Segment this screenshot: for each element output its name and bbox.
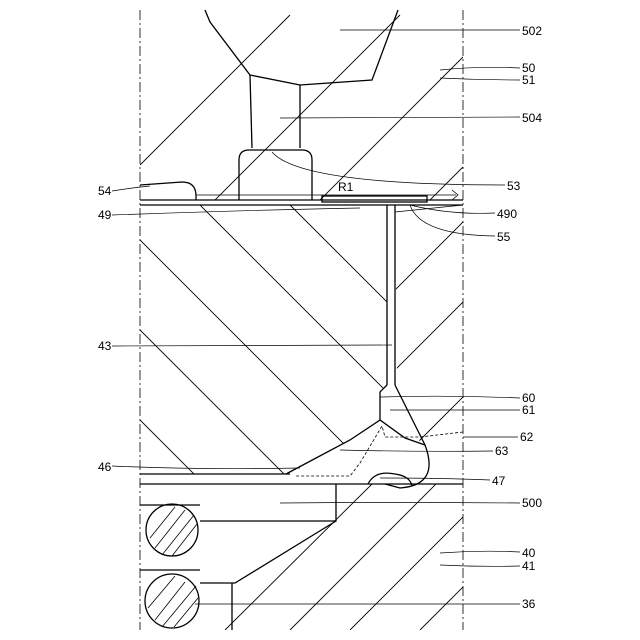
hatch-block-43 (140, 205, 420, 480)
roller-upper (140, 504, 200, 556)
leader-lines (112, 30, 520, 604)
label-49: 49 (98, 208, 112, 222)
label-500: 500 (522, 496, 542, 510)
label-55: 55 (497, 230, 511, 244)
label-51: 51 (522, 73, 536, 87)
part-61-lip (368, 385, 429, 488)
label-62: 62 (520, 430, 534, 444)
label-47: 47 (492, 474, 506, 488)
hatch-upper (140, 15, 463, 330)
part-504-shaft (239, 150, 312, 200)
label-502: 502 (522, 24, 542, 38)
label-43: 43 (98, 339, 112, 353)
frame-outline (140, 10, 463, 630)
part-502 (205, 10, 398, 148)
labels: 502 50 51 504 53 54 R1 49 490 55 43 60 6… (98, 24, 542, 611)
part-54 (140, 182, 196, 200)
label-36: 36 (522, 597, 536, 611)
label-r1: R1 (338, 180, 354, 194)
label-40: 40 (522, 546, 536, 560)
part-500 (200, 484, 336, 630)
label-504: 504 (522, 111, 542, 125)
label-41: 41 (522, 559, 536, 573)
label-63: 63 (495, 444, 509, 458)
block-43-contour (140, 385, 463, 484)
label-53: 53 (507, 179, 521, 193)
roller-lower (140, 570, 200, 628)
label-61: 61 (522, 403, 536, 417)
seam-lines (140, 190, 463, 205)
label-46: 46 (98, 460, 112, 474)
label-490: 490 (497, 207, 517, 221)
label-54: 54 (98, 184, 112, 198)
